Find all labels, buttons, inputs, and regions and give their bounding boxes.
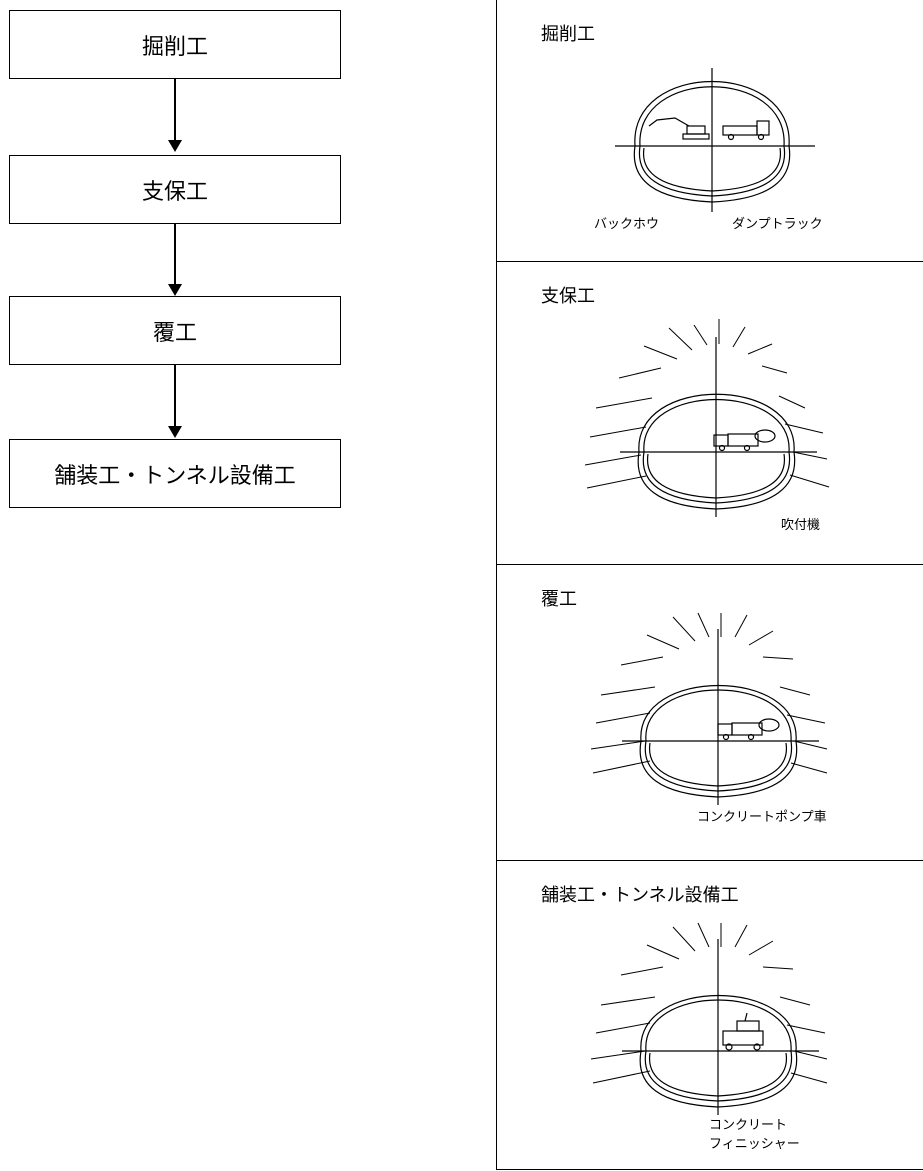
tunnel-diagram (590, 922, 828, 1115)
equipment-caption: コンクリート フィニッシャー (709, 1118, 800, 1152)
equipment-caption: ダンプトラック (732, 217, 823, 232)
shotcrete-machine-icon (713, 429, 776, 452)
flow-step-paving-facilities: 舗装工・トンネル設備工 (9, 439, 341, 508)
flow-step-support: 支保工 (9, 155, 341, 224)
tunnel-diagram (584, 319, 830, 517)
panel-lining: 覆工 (496, 564, 923, 861)
flow-step-lining: 覆工 (9, 296, 341, 365)
concrete-finisher-icon (722, 1012, 764, 1051)
equipment-caption: コンクリートポンプ車 (697, 810, 827, 825)
flow-step-label: 支保工 (141, 179, 208, 205)
concrete-pump-truck-icon (717, 718, 780, 741)
panel-title: 舗装工・トンネル設備工 (541, 885, 739, 906)
equipment-caption: バックホウ (594, 217, 660, 232)
equipment-caption: 吹付機 (781, 518, 821, 533)
panel-support: 支保工 (496, 261, 923, 565)
flow-step-label: 覆工 (152, 320, 197, 346)
panel-title: 支保工 (541, 286, 595, 307)
panel-paving-facilities: 舗装工・トンネル設備工 (496, 860, 923, 1170)
panel-title: 覆工 (541, 589, 577, 610)
flow-step-label: 掘削工 (141, 34, 208, 60)
panel-title: 掘削工 (541, 24, 595, 45)
panel-excavation: 掘削工 バックホウ ダンプトラック (496, 0, 923, 262)
flow-step-excavation: 掘削工 (9, 10, 341, 79)
dump-truck-icon (722, 120, 770, 141)
backhoe-icon (648, 117, 710, 140)
tunnel-diagram (590, 612, 828, 805)
tunnel-diagram (615, 68, 815, 212)
flow-step-label: 舗装工・トンネル設備工 (54, 463, 296, 489)
